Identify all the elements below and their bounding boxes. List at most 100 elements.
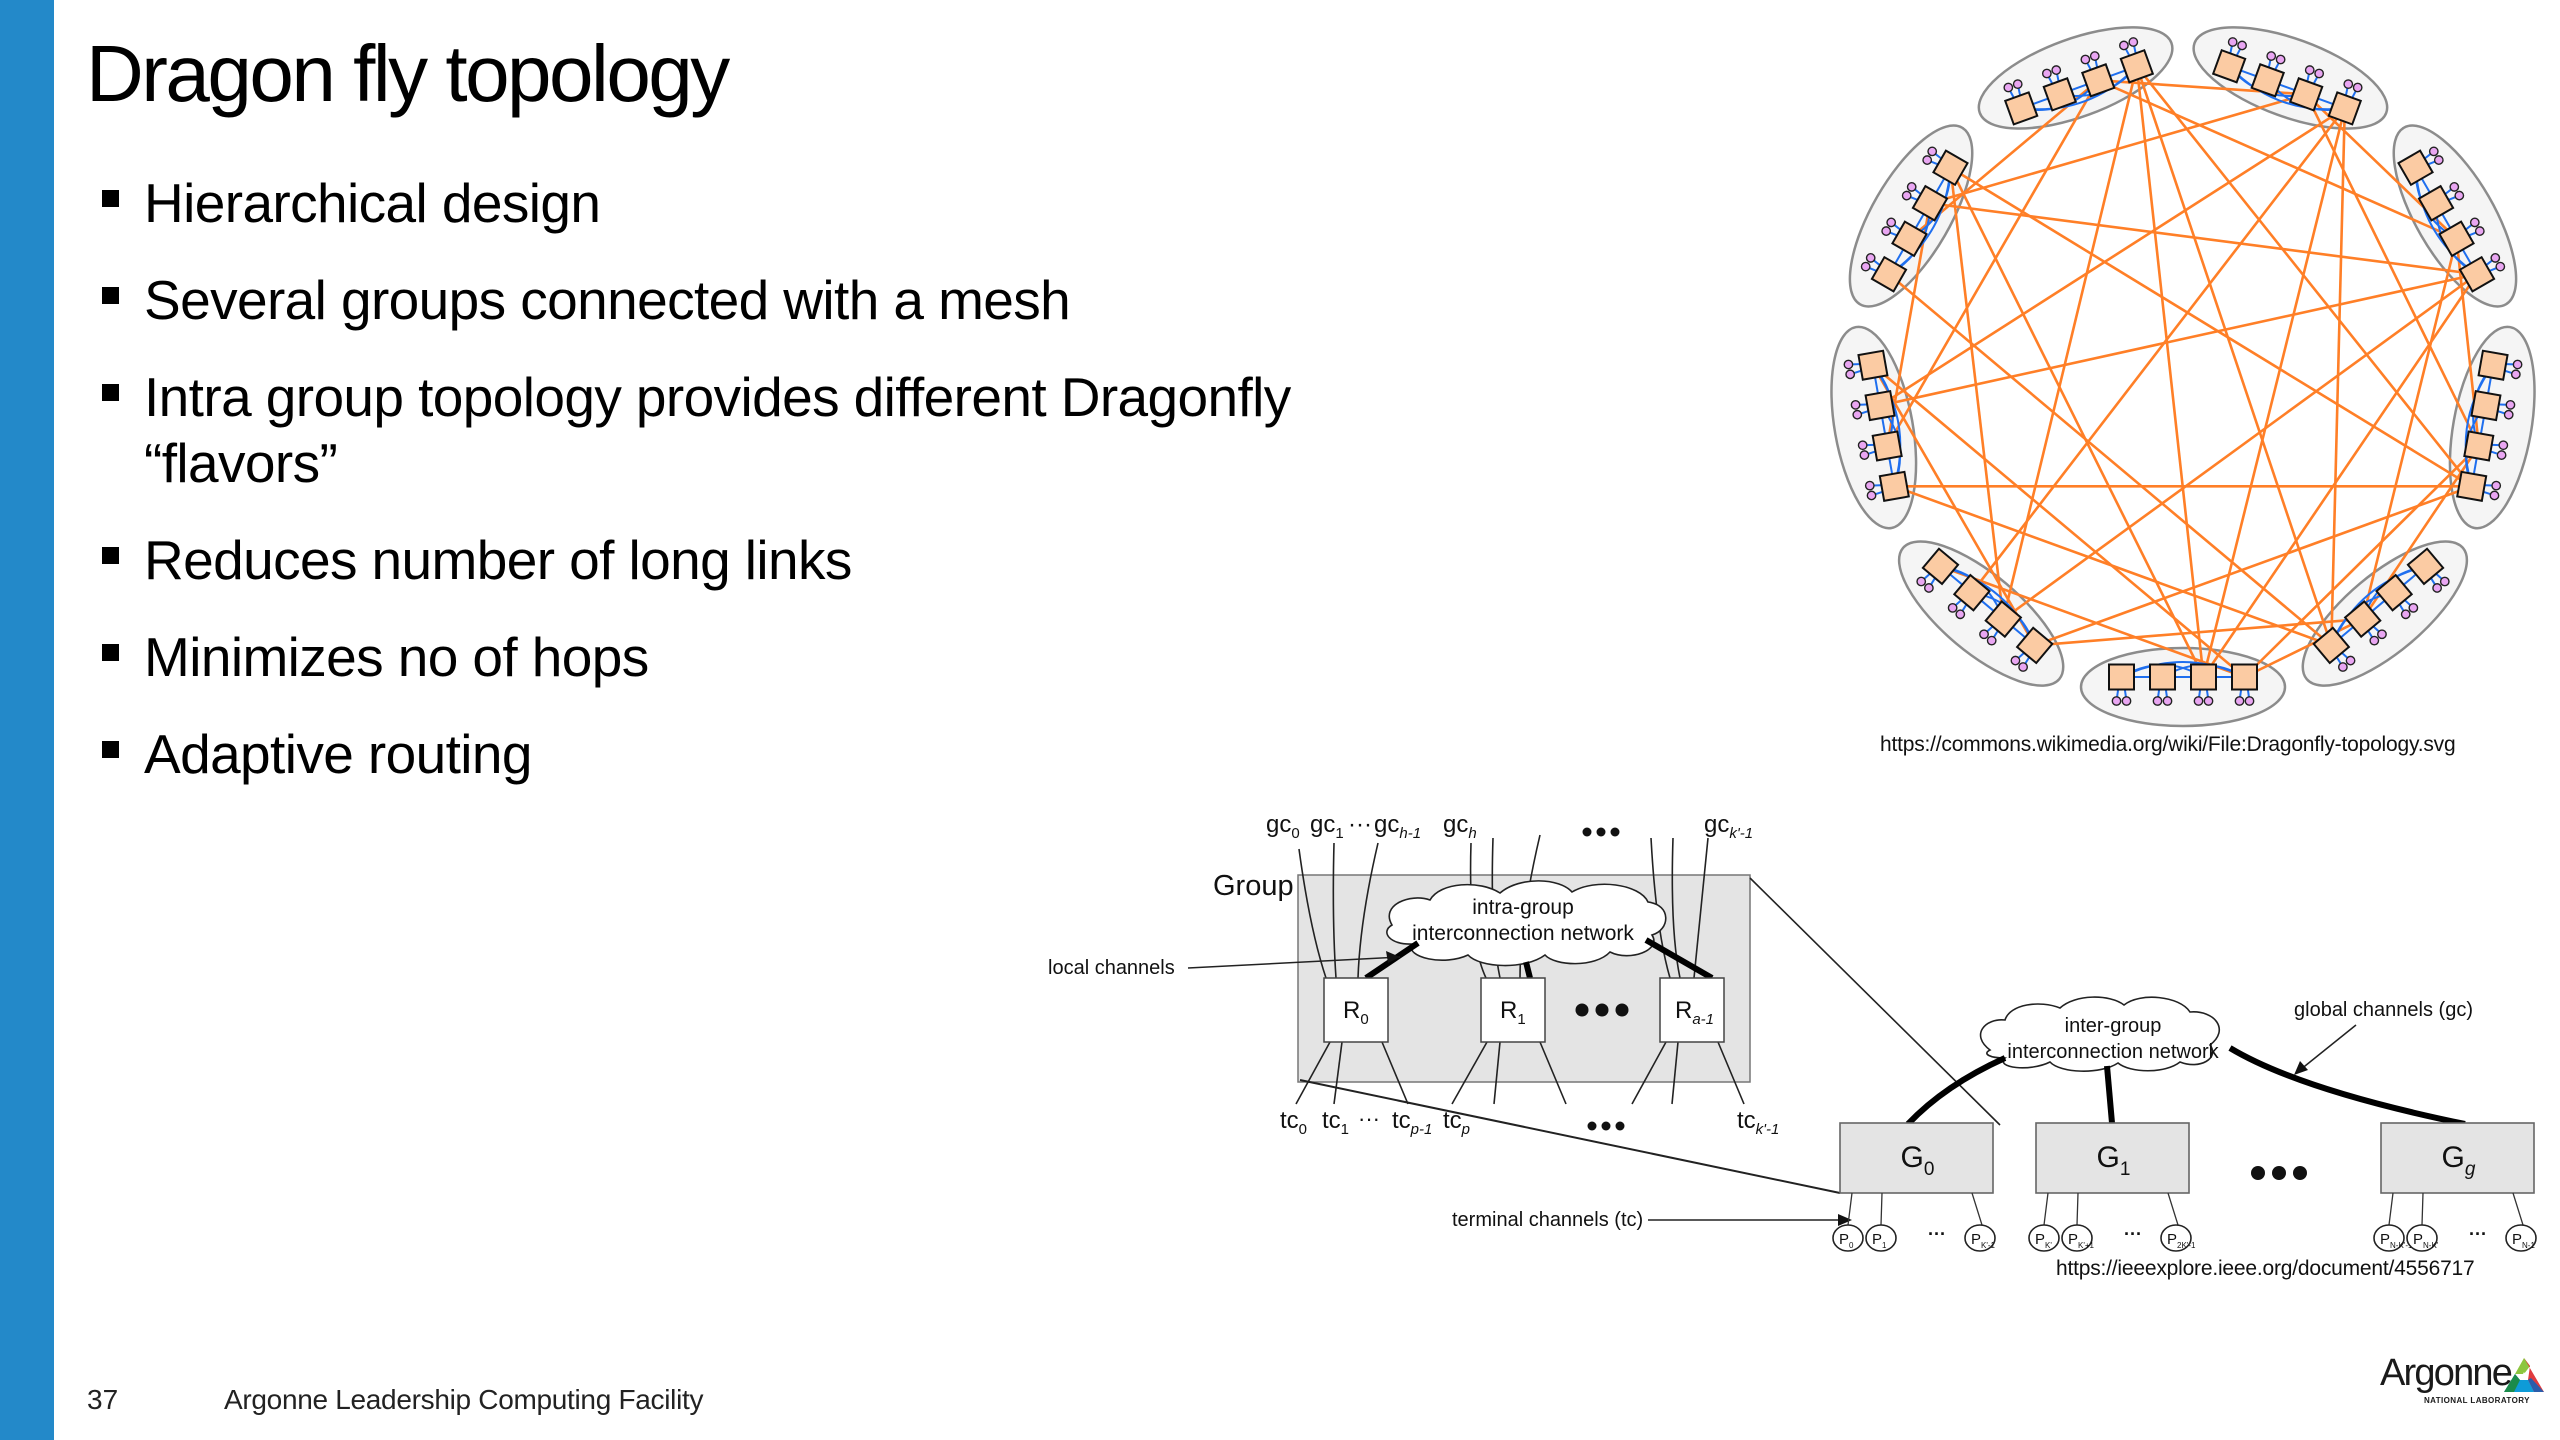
bullet-item: Adaptive routing	[100, 721, 1500, 787]
processor-label: P1	[1872, 1231, 1887, 1250]
router-node	[1864, 389, 1896, 422]
terminal-node	[1906, 182, 1917, 192]
global-channel-links	[1905, 1045, 2466, 1127]
intra-cloud-line2: interconnection network	[1412, 922, 1634, 945]
terminal-node	[1859, 450, 1870, 460]
bullet-item: Reduces number of long links	[100, 527, 1500, 593]
router-ra-1: Ra-1	[1659, 977, 1725, 1043]
global-link	[1949, 167, 2005, 620]
terminal-node	[2003, 82, 2014, 93]
processor-link	[1847, 1192, 1853, 1226]
global-link	[1929, 93, 2307, 205]
processor-ellipsis: ···	[2469, 1224, 2487, 1244]
terminal-node	[2490, 253, 2501, 263]
processor-link	[1971, 1192, 1983, 1226]
processor-node	[2028, 1224, 2060, 1252]
terminal-node	[2449, 182, 2460, 192]
router-node	[2312, 626, 2351, 665]
bullet-square-icon	[102, 384, 119, 401]
router-ellipsis	[1575, 1003, 1629, 1017]
router-node	[2375, 573, 2414, 612]
bullet-item: Minimizes no of hops	[100, 624, 1500, 690]
router-node	[1932, 149, 1969, 187]
wikimedia-credit-link[interactable]: https://commons.wikimedia.org/wiki/File:…	[1880, 733, 2456, 756]
logo-subtitle: NATIONAL LABORATORY	[2424, 1396, 2530, 1405]
terminal-channels-label: terminal channels (tc)	[1452, 1209, 1643, 1231]
terminal-node	[2152, 696, 2163, 706]
router-node	[2250, 63, 2286, 98]
terminal-node	[2041, 68, 2052, 79]
terminal-node	[1955, 609, 1966, 620]
bullet-list: Hierarchical design Several groups conne…	[100, 170, 1500, 818]
router-node	[1878, 470, 1910, 502]
terminal-node	[1860, 261, 1871, 272]
router-node	[2080, 63, 2116, 98]
router-node	[2042, 77, 2078, 112]
processor-label: PN-1	[2512, 1231, 2535, 1250]
ieee-credit-link[interactable]: https://ieeexplore.ieee.org/document/455…	[2056, 1257, 2475, 1280]
terminal-node	[1845, 369, 1856, 380]
router-node	[2470, 389, 2502, 422]
footer-organization: Argonne Leadership Computing Facility	[224, 1384, 704, 1415]
intra-group-cloud: intra-group interconnection network	[1386, 880, 1667, 967]
processor-ellipsis: ···	[2124, 1224, 2142, 1244]
terminal-node	[1947, 602, 1958, 613]
inter-cloud-line1: inter-group	[2065, 1015, 2162, 1037]
page-number: 37	[87, 1384, 119, 1415]
router-node	[2463, 430, 2495, 462]
terminal-node	[1916, 576, 1927, 587]
svg-text:tck'-1: tck'-1	[1737, 1107, 1779, 1138]
terminal-node	[2051, 65, 2062, 75]
terminal-node	[2498, 440, 2509, 451]
router-node	[2343, 600, 2382, 639]
global-link	[1872, 364, 2246, 678]
terminal-node	[2439, 576, 2450, 587]
router-node	[1952, 573, 1991, 612]
processor-node	[2406, 1224, 2438, 1252]
terminal-node	[1979, 629, 1989, 640]
processor-link	[2043, 1192, 2049, 1226]
router-node	[2190, 663, 2217, 691]
terminal-node	[2428, 146, 2439, 157]
group-label: Group	[1213, 870, 1294, 902]
bullet-square-icon	[102, 287, 119, 304]
terminal-node	[2377, 629, 2387, 640]
global-link	[1888, 273, 2333, 647]
bullet-text: Several groups connected with a mesh	[144, 269, 1071, 331]
global-channels-label: global channels (gc)	[2294, 999, 2473, 1021]
terminal-node	[2510, 369, 2521, 380]
router-node	[1891, 220, 1928, 258]
processor-link	[2421, 1192, 2424, 1226]
router-node	[2456, 470, 2488, 502]
bullet-square-icon	[102, 190, 119, 207]
router-node	[2438, 220, 2475, 258]
bullet-square-icon	[102, 741, 119, 758]
terminal-node	[2010, 655, 2021, 666]
inter-cloud-line2: interconnection network	[2007, 1041, 2219, 1063]
group-ellipsis	[2251, 1166, 2307, 1180]
terminal-node	[2505, 399, 2516, 410]
global-link	[1970, 107, 2346, 594]
terminal-node	[2237, 40, 2247, 51]
terminal-node	[1843, 359, 1854, 370]
router-node	[1984, 600, 2023, 639]
router-node	[1857, 349, 1889, 381]
router-node	[2108, 663, 2135, 691]
bullet-square-icon	[102, 547, 119, 564]
processor-ellipsis: ···	[1928, 1224, 1946, 1244]
global-link	[2034, 617, 2363, 647]
processor-node	[1832, 1224, 1864, 1252]
terminal-node	[2489, 490, 2500, 501]
processor-node	[2061, 1224, 2093, 1252]
group-label: G0	[1901, 1141, 1935, 1180]
global-links	[1871, 65, 2481, 679]
bullet-square-icon	[102, 644, 119, 661]
terminal-channel-wires	[1295, 1041, 1745, 1105]
inter-group-cloud: inter-group interconnection network	[1979, 996, 2221, 1072]
processor-link	[2512, 1192, 2524, 1226]
processor-label: PK'	[2035, 1231, 2052, 1250]
bullet-text: Hierarchical design	[144, 172, 601, 234]
router-node	[2327, 91, 2363, 126]
